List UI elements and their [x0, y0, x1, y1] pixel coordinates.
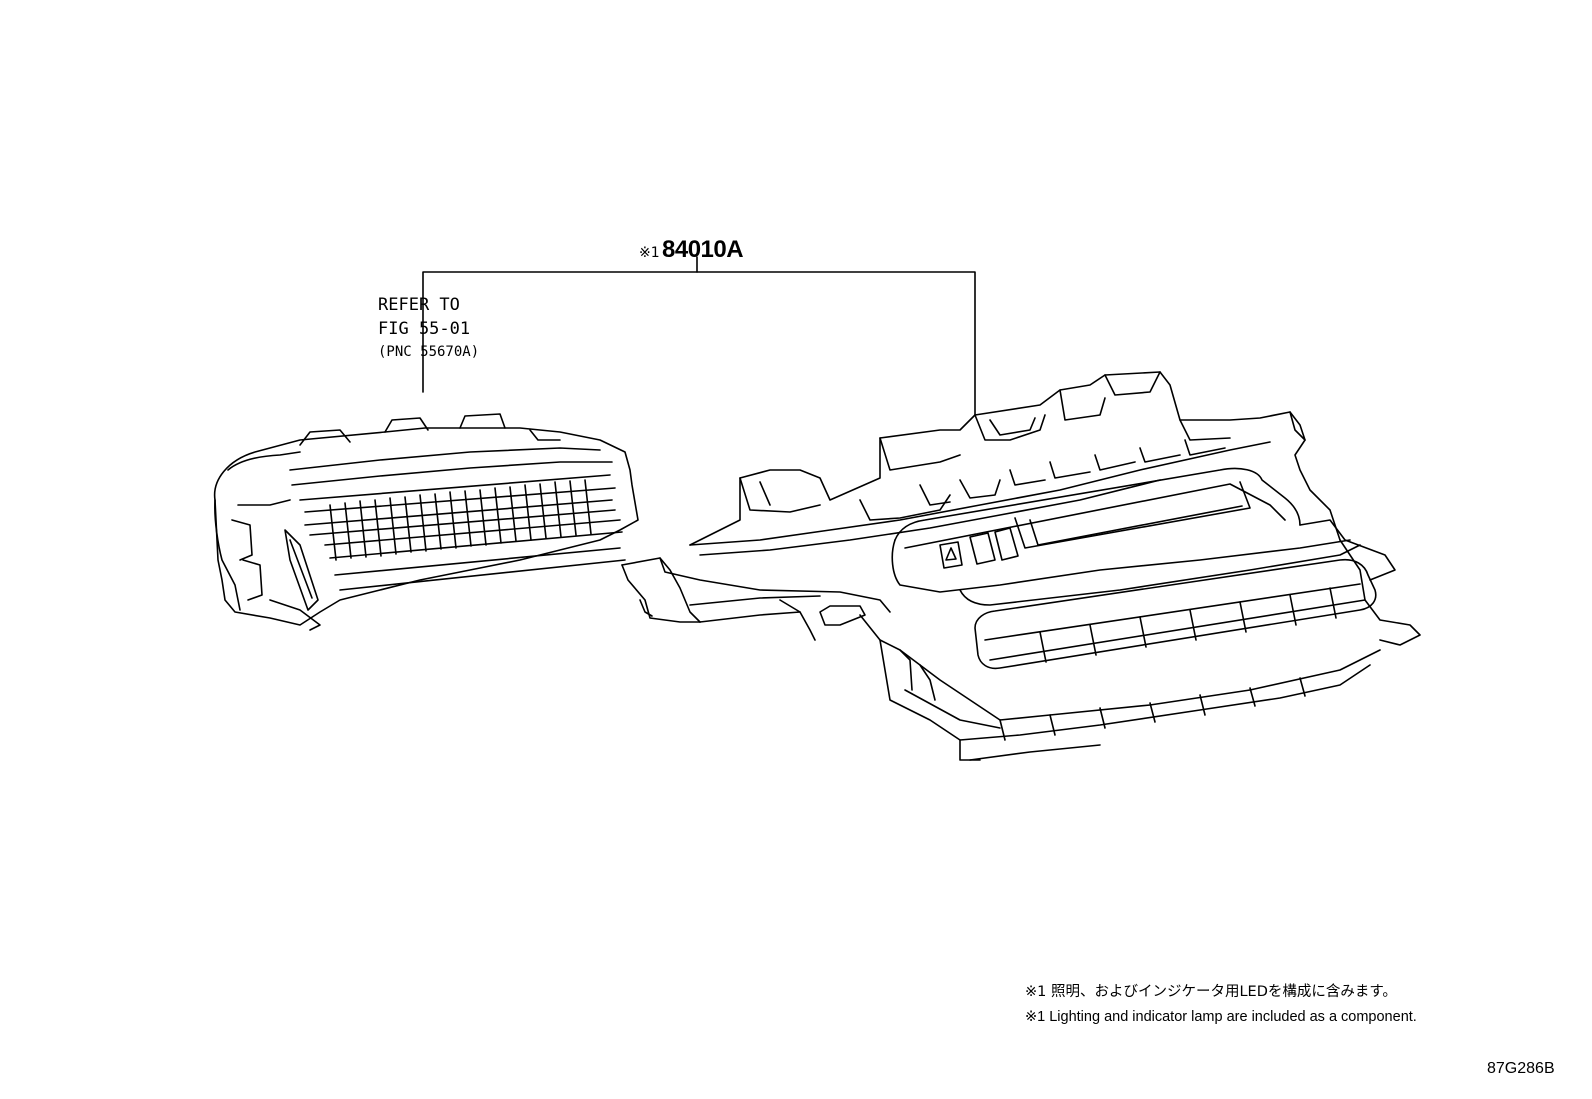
reference-line-1: REFER TO	[378, 295, 460, 315]
cluster-panel-assembly	[621, 371, 1421, 761]
callout-mark: ※1	[639, 245, 660, 261]
leader-lines	[422, 256, 976, 416]
callout-part-number: 84010A	[662, 236, 743, 263]
air-vent-assembly	[213, 413, 639, 631]
reference-line-3: (PNC 55670A)	[378, 344, 479, 360]
note-japanese: ※1 照明、およびインジケータ用LEDを構成に含みます。	[1025, 983, 1397, 1000]
reference-line-2: FIG 55-01	[378, 319, 470, 339]
note-english: ※1 Lighting and indicator lamp are inclu…	[1025, 1009, 1417, 1025]
illustration-code: 87G286B	[1487, 1060, 1555, 1077]
